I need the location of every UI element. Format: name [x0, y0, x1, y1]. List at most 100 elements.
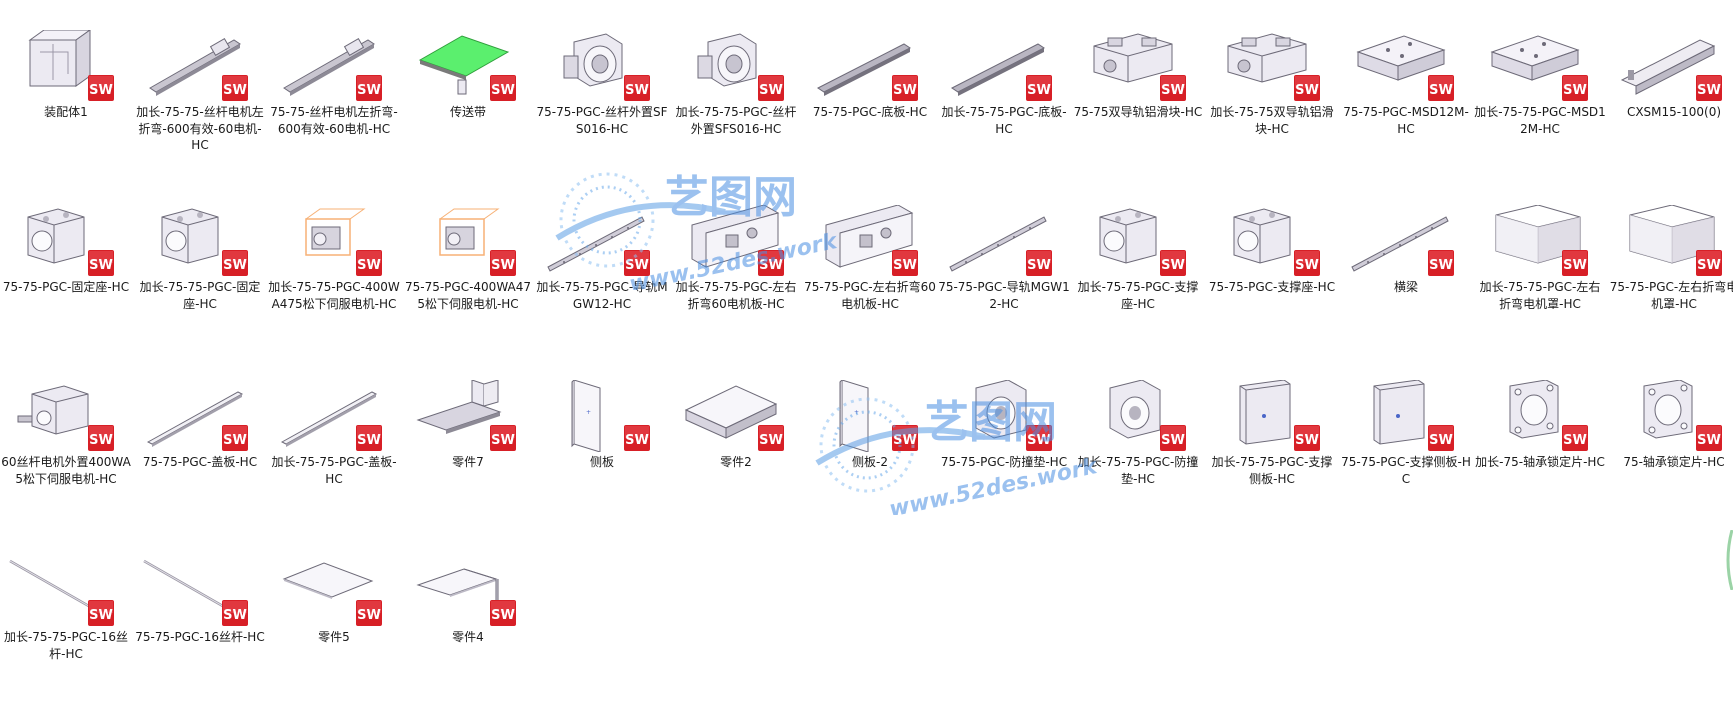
file-thumbnail: SW [0, 380, 132, 460]
file-item[interactable]: SW 横梁 [1340, 205, 1472, 375]
file-name-label: 零件4 [452, 630, 484, 644]
file-name-label: 加长-75-75-PGC-左右折弯60电机板-HC [675, 280, 797, 311]
file-name-label: 零件2 [720, 455, 752, 469]
flat-bar-part-drawing [146, 391, 244, 447]
file-thumbnail: SW [804, 30, 936, 110]
file-name-label: 加长-75-75-PGC-16丝杆-HC [3, 630, 129, 661]
file-thumbnail: SW [1206, 30, 1338, 110]
file-item[interactable]: SW 零件7 [402, 380, 534, 550]
file-item[interactable]: SW 加长-75-75双导轨铝滑块-HC [1206, 30, 1338, 200]
conveyor-part-drawing [418, 35, 510, 95]
file-item[interactable]: SW 加长-75-75-PGC-MSD12M-HC [1474, 30, 1606, 200]
file-item[interactable]: SW 加长-75-75-PGC-16丝杆-HC [0, 555, 132, 725]
file-name-label: 加长-75-75-PGC-盖板-HC [271, 455, 397, 486]
file-item[interactable]: SW 加长-75-75-PGC-导轨MGW12-HC [536, 205, 668, 375]
cylinder-part-drawing [1620, 39, 1716, 95]
file-name-label: 75-75-PGC-MSD12M-HC [1343, 105, 1469, 136]
file-item[interactable]: SW 装配体1 [0, 30, 132, 200]
scrollbar-edge[interactable] [1722, 529, 1733, 591]
file-name-label: 加长-75-75-PGC-底板-HC [941, 105, 1067, 136]
file-thumbnail: SW [268, 555, 400, 635]
file-name-label: 加长-75-轴承锁定片-HC [1475, 455, 1605, 469]
file-item[interactable]: SW CXSM15-100(0) [1608, 30, 1733, 200]
svg-text:SW: SW [1161, 433, 1185, 448]
file-thumbnail: + SW [804, 380, 936, 460]
file-thumbnail: SW [402, 380, 534, 460]
svg-text:SW: SW [1161, 83, 1185, 98]
file-item[interactable]: + SW 侧板-2 [804, 380, 936, 550]
file-item[interactable]: SW 零件4 [402, 555, 534, 725]
file-item[interactable]: SW 加长-75-75-PGC-丝杆外置SFS016-HC [670, 30, 802, 200]
file-item[interactable]: SW 75-75双导轨铝滑块-HC [1072, 30, 1204, 200]
file-item[interactable]: SW 加长-75-75-PGC-支撑侧板-HC [1206, 380, 1338, 550]
solidworks-assembly-icon: SW [88, 75, 114, 101]
file-item[interactable]: SW 加长-75-75-PGC-底板-HC [938, 30, 1070, 200]
solidworks-part-icon: SW [1294, 75, 1320, 101]
file-thumbnail: SW [804, 205, 936, 285]
file-name-label: 传送带 [449, 105, 486, 119]
file-item[interactable]: SW 加长-75-75-PGC-防撞垫-HC [1072, 380, 1204, 550]
file-item[interactable]: SW 75-75-PGC-16丝杆-HC [134, 555, 266, 725]
file-name-label: 侧板 [589, 455, 614, 469]
file-item[interactable]: SW 75-75-PGC-导轨MGW12-HC [938, 205, 1070, 375]
svg-text:SW: SW [1027, 83, 1051, 98]
thin-rail-part-drawing [1351, 216, 1449, 272]
file-item[interactable]: SW 75-75-PGC-丝杆外置SFS016-HC [536, 30, 668, 200]
assembly-part-drawing [28, 30, 91, 87]
file-item[interactable]: SW 加长-75-75-丝杆电机左折弯-600有效-60电机-HC [134, 30, 266, 200]
solidworks-part-icon: SW [1696, 425, 1722, 451]
svg-text:SW: SW [223, 83, 247, 98]
file-item[interactable]: SW 加长-75-轴承锁定片-HC [1474, 380, 1606, 550]
file-item[interactable]: SW 60丝杆电机外置400WA5松下伺服电机-HC [0, 380, 132, 550]
file-thumbnail: SW [670, 30, 802, 110]
file-thumbnail: SW [670, 380, 802, 460]
file-item[interactable]: SW 75-75-PGC-左右折弯电机罩-HC [1608, 205, 1733, 375]
file-item[interactable]: SW 75-75-丝杆电机左折弯-600有效-60电机-HC [268, 30, 400, 200]
file-name-label: 装配体1 [44, 105, 88, 119]
file-item[interactable]: SW 75-75-PGC-MSD12M-HC [1340, 30, 1472, 200]
file-item[interactable]: SW 75-75-PGC-左右折弯60电机板-HC [804, 205, 936, 375]
solidworks-part-icon: SW [1562, 75, 1588, 101]
file-name-label: 75-75-PGC-丝杆外置SFS016-HC [536, 105, 668, 136]
carriage-part-drawing [1356, 35, 1446, 81]
file-item[interactable]: SW 75-75-PGC-固定座-HC [0, 205, 132, 375]
file-item[interactable]: SW 75-75-PGC-支撑座-HC [1206, 205, 1338, 375]
solidworks-part-icon: SW [758, 75, 784, 101]
file-thumbnail: SW [1474, 205, 1606, 285]
file-item[interactable]: SW 零件5 [268, 555, 400, 725]
mount-part-drawing [161, 208, 219, 264]
file-name-label: 零件7 [452, 455, 484, 469]
svg-text:SW: SW [89, 258, 113, 273]
file-item[interactable]: SW 零件2 [670, 380, 802, 550]
file-thumbnail: SW [134, 380, 266, 460]
file-item[interactable]: SW 加长-75-75-PGC-固定座-HC [134, 205, 266, 375]
file-item[interactable]: + SW 侧板 [536, 380, 668, 550]
file-item[interactable]: SW 75-75-PGC-支撑侧板-HC [1340, 380, 1472, 550]
file-item[interactable]: SW 加长-75-75-PGC-左右折弯电机罩-HC [1474, 205, 1606, 375]
file-item[interactable]: SW 75-75-PGC-防撞垫-HC [938, 380, 1070, 550]
ring-part-drawing [975, 380, 1027, 439]
svg-text:+: + [854, 409, 859, 416]
file-item[interactable]: SW 75-75-PGC-400WA475松下伺服电机-HC [402, 205, 534, 375]
file-thumbnail: SW [1072, 380, 1204, 460]
file-name-label: 加长-75-75-PGC-左右折弯电机罩-HC [1479, 280, 1601, 311]
svg-text:SW: SW [625, 83, 649, 98]
support-plate-part-drawing [1373, 380, 1425, 445]
file-item[interactable]: SW 加长-75-75-PGC-400WA475松下伺服电机-HC [268, 205, 400, 375]
file-item[interactable]: SW 75-75-PGC-盖板-HC [134, 380, 266, 550]
file-item[interactable]: SW 加长-75-75-PGC-支撑座-HC [1072, 205, 1204, 375]
file-name-label: 75-75-PGC-支撑座-HC [1208, 280, 1336, 294]
flat-bar-part-drawing [280, 391, 378, 447]
carriage-part-drawing [1490, 35, 1580, 81]
file-item[interactable]: SW 加长-75-75-PGC-左右折弯60电机板-HC [670, 205, 802, 375]
file-item[interactable]: SW 75-75-PGC-底板-HC [804, 30, 936, 200]
svg-text:SW: SW [1697, 433, 1721, 448]
file-item[interactable]: SW 传送带 [402, 30, 534, 200]
support-plate-part-drawing [1239, 380, 1291, 445]
file-item[interactable]: SW 75-轴承锁定片-HC [1608, 380, 1733, 550]
solidworks-part-icon: SW [758, 425, 784, 451]
file-item[interactable]: SW 加长-75-75-PGC-盖板-HC [268, 380, 400, 550]
file-thumbnail-grid: SW 装配体1 SW 加长-75-75-丝杆电机左折弯-600有效-60电机-H… [0, 30, 1733, 661]
block-part-drawing [1227, 33, 1307, 83]
slab-part-drawing [684, 385, 778, 439]
